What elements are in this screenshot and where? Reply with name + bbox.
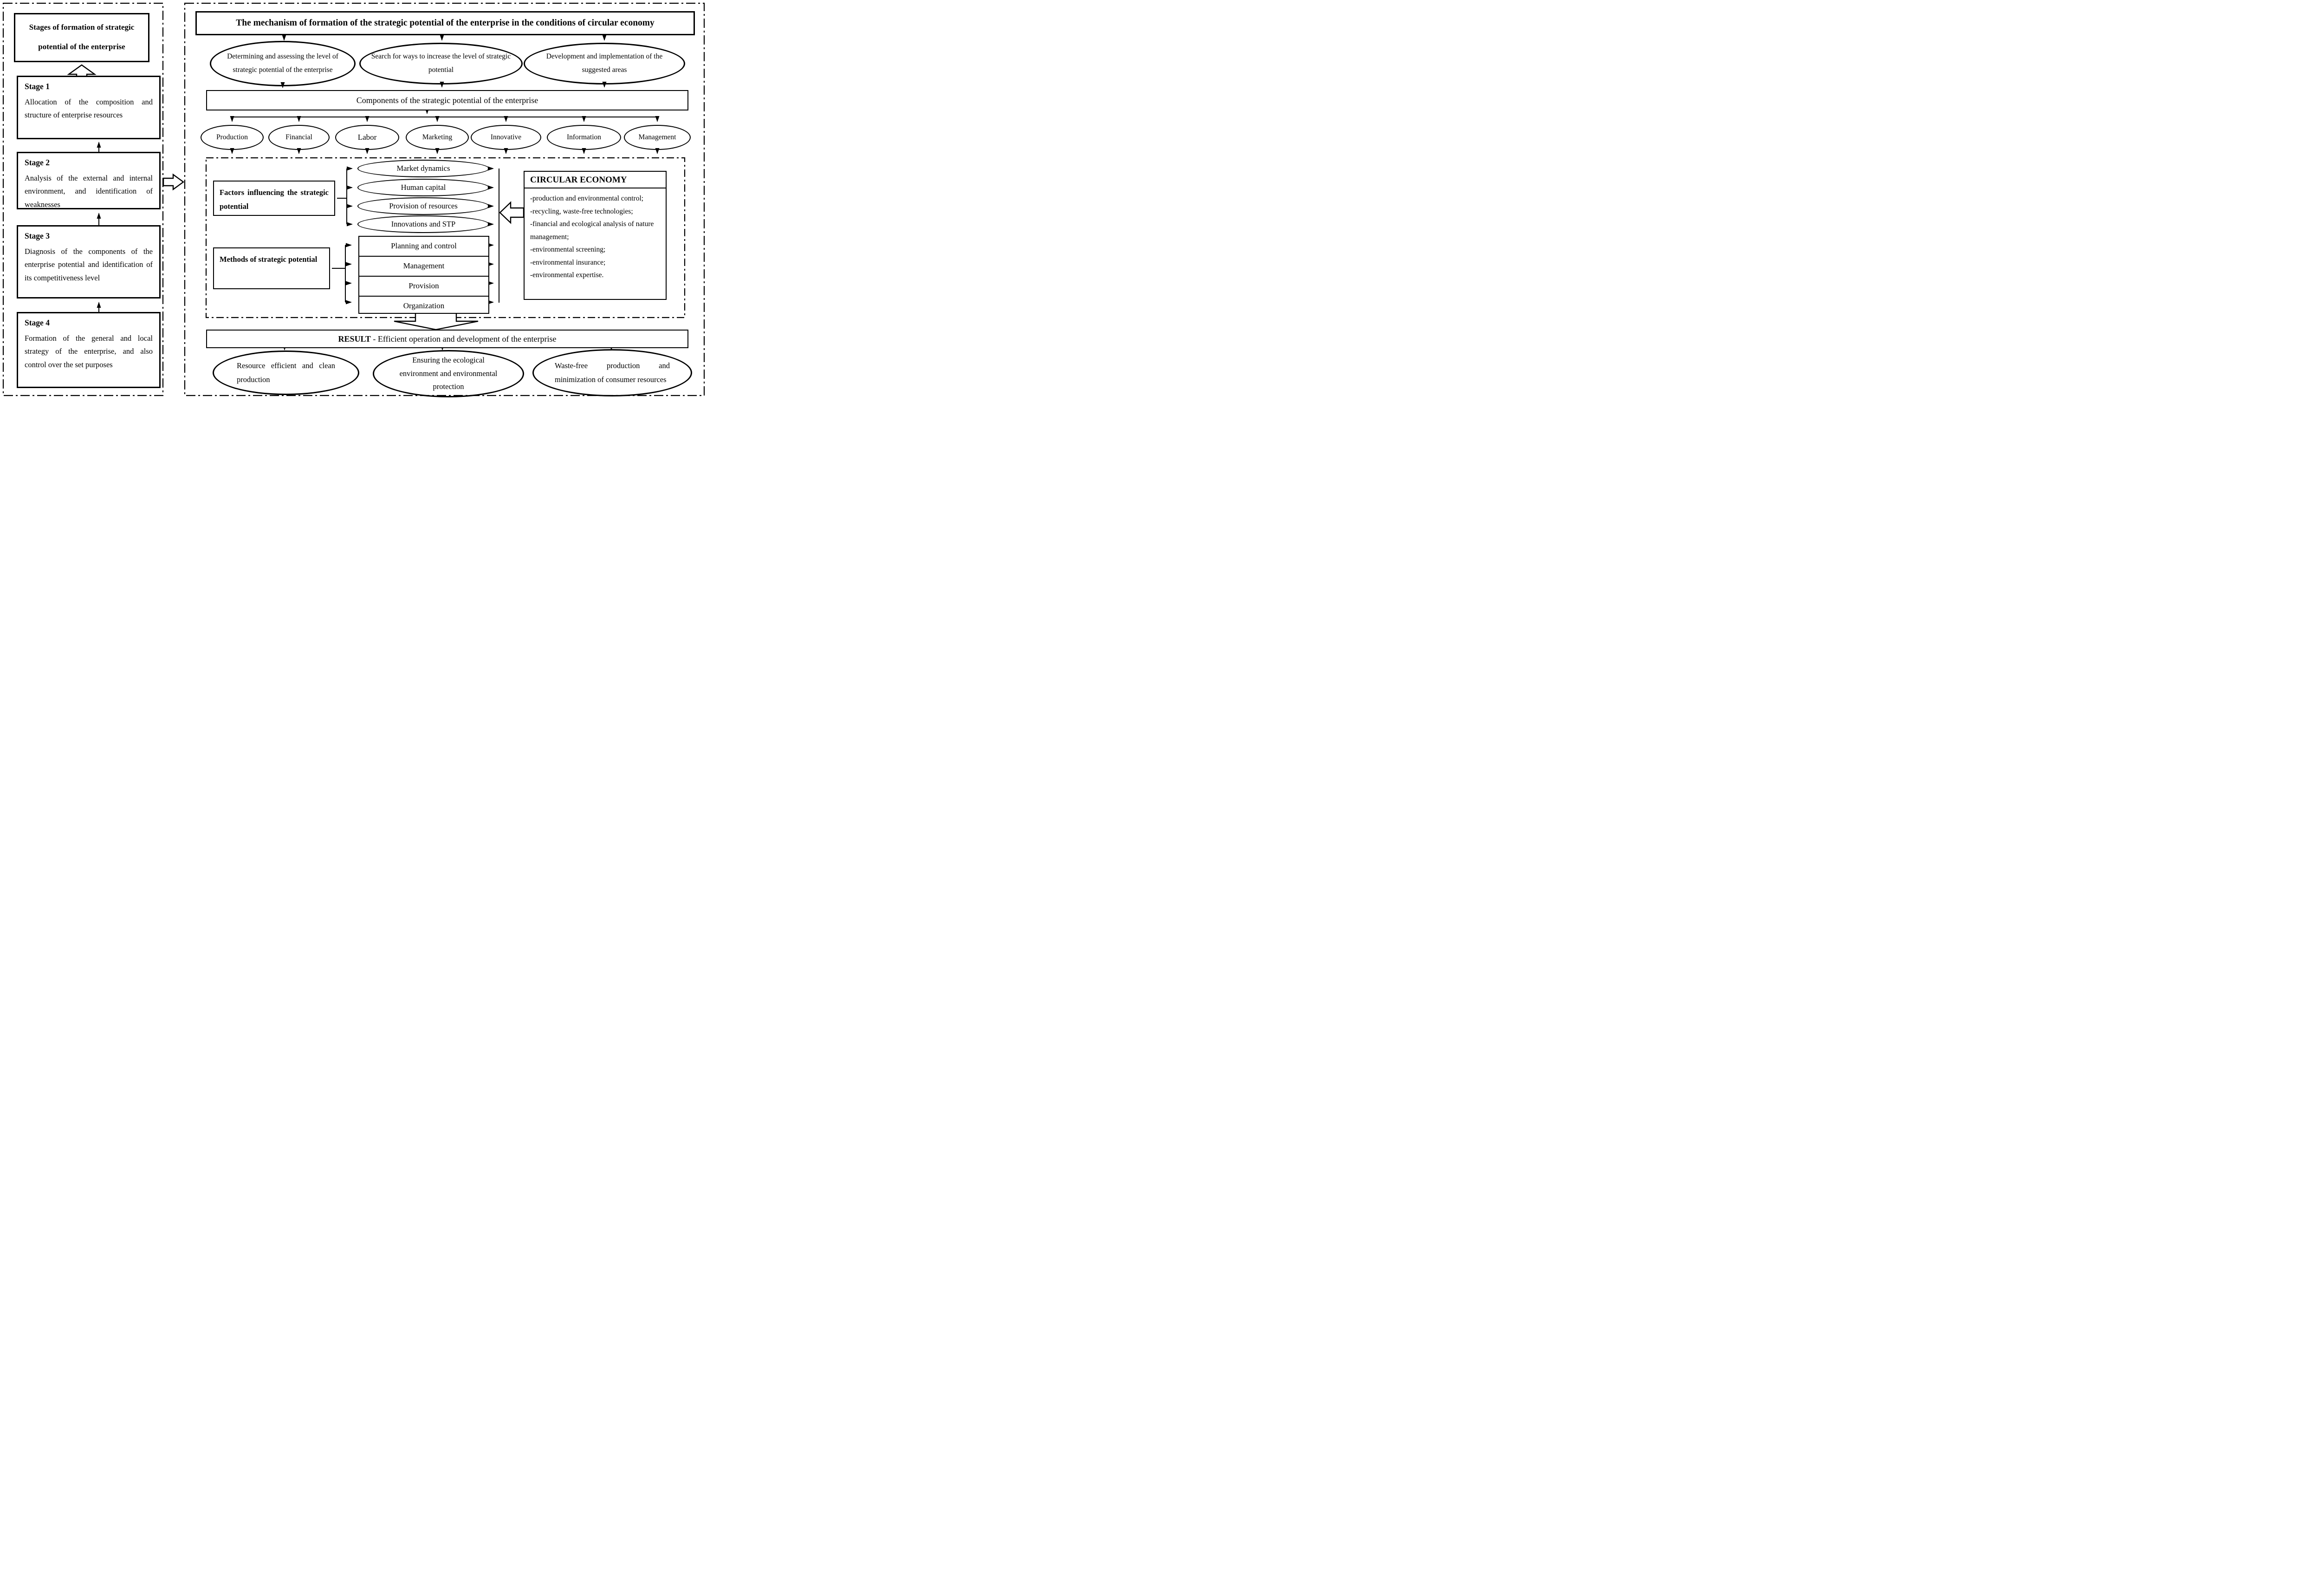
- ellipse-determining-level-label: Determining and assessing the level of s…: [227, 52, 338, 74]
- factors-box-label: Factors influencing the strategic potent…: [220, 188, 329, 211]
- ellipse-innovative: Innovative: [471, 125, 541, 150]
- ellipse-information-label: Information: [566, 133, 602, 142]
- stage-4-box: Stage 4 Formation of the general and loc…: [17, 312, 161, 388]
- components-bar-label: Components of the strategic potential of…: [356, 96, 538, 105]
- method-row-management: Management: [359, 256, 488, 276]
- method-row-organization: Organization: [359, 296, 488, 316]
- stage-3-box: Stage 3 Diagnosis of the components of t…: [17, 225, 161, 298]
- ellipse-financial: Financial: [268, 125, 330, 150]
- stage-3-title: Stage 3: [25, 231, 50, 240]
- ellipse-labor: Labor: [335, 125, 399, 150]
- ellipse-labor-label: Labor: [357, 132, 377, 142]
- method-row-planning: Planning and control: [391, 241, 457, 250]
- method-row-provision: Provision: [359, 276, 488, 296]
- ellipse-production-label: Production: [216, 133, 248, 142]
- ellipse-determining-level: Determining and assessing the level of s…: [210, 41, 356, 86]
- stage-2-text: Analysis of the external and internal en…: [25, 174, 153, 209]
- method-rows: Planning and control Management Provisio…: [358, 236, 489, 314]
- circular-economy-box: CIRCULAR ECONOMY -production and environ…: [524, 171, 667, 300]
- ellipse-resource-efficient: Resource efficient and clean production: [213, 350, 359, 395]
- result-label: RESULT: [338, 334, 371, 344]
- left-panel-border: [2, 2, 164, 396]
- ellipse-financial-label: Financial: [285, 133, 312, 142]
- ellipse-management-comp: Management: [624, 125, 691, 150]
- ellipse-market-dynamics-label: Market dynamics: [396, 163, 450, 173]
- ellipse-human-capital: Human capital: [357, 179, 489, 196]
- collector: [488, 166, 499, 305]
- ellipse-search-ways: Search for ways to increase the level of…: [359, 43, 523, 84]
- left-panel-title: Stages of formation of strategic potenti…: [29, 23, 135, 51]
- ce-item-recycling: -recycling, waste-free technologies;: [530, 207, 633, 215]
- stage-1-title: Stage 1: [25, 82, 50, 91]
- ce-item-insurance: -environmental insurance;: [530, 258, 606, 266]
- ellipse-marketing-label: Marketing: [422, 133, 453, 142]
- stage-3-text: Diagnosis of the components of the enter…: [25, 247, 153, 282]
- ellipse-development-implementation-label: Development and implementation of the su…: [546, 52, 663, 74]
- result-bar: RESULT - Efficient operation and develop…: [206, 330, 688, 348]
- title-down-arrows: [282, 35, 607, 41]
- hollow-left-arrow: [499, 201, 525, 224]
- methods-box: Methods of strategic potential: [213, 247, 330, 289]
- factors-feeder: [337, 166, 353, 227]
- hollow-right-arrow: [162, 173, 185, 191]
- stage-2-box: Stage 2 Analysis of the external and int…: [17, 152, 161, 209]
- mechanism-title-box: The mechanism of formation of the strate…: [195, 11, 695, 35]
- ellipse-marketing: Marketing: [406, 125, 469, 150]
- hollow-arrows: [67, 64, 525, 331]
- ellipse-innovations-stp-label: Innovations and STP: [391, 219, 456, 228]
- methods-box-label: Methods of strategic potential: [220, 255, 318, 264]
- components-bar: Components of the strategic potential of…: [206, 90, 688, 110]
- circular-economy-title: CIRCULAR ECONOMY: [525, 172, 666, 188]
- methods-feeder: [332, 243, 352, 305]
- circular-economy-list: -production and environmental control; -…: [525, 188, 666, 285]
- ellipse-search-ways-label: Search for ways to increase the level of…: [371, 52, 511, 74]
- diagram-canvas: Stages of formation of strategic potenti…: [0, 0, 707, 399]
- ellipse-provision-resources: Provision of resources: [357, 197, 489, 215]
- result-text: - Efficient operation and development of…: [370, 334, 557, 344]
- ellipse-production: Production: [201, 125, 264, 150]
- ellipse-innovative-label: Innovative: [490, 133, 522, 142]
- ellipse-resource-efficient-label: Resource efficient and clean production: [237, 361, 335, 384]
- stage-4-title: Stage 4: [25, 318, 50, 327]
- stage-1-text: Allocation of the composition and struct…: [25, 97, 153, 120]
- ellipse-waste-free: Waste-free production and minimization o…: [532, 349, 692, 396]
- ce-item-production-control: -production and environmental control;: [530, 195, 644, 202]
- ellipse-to-components-arrows: [280, 82, 607, 88]
- result-down-arrows: [282, 344, 614, 350]
- left-panel-title-box: Stages of formation of strategic potenti…: [14, 13, 149, 62]
- ellipse-human-capital-label: Human capital: [401, 182, 446, 192]
- stage-4-text: Formation of the general and local strat…: [25, 334, 153, 369]
- mechanism-title: The mechanism of formation of the strate…: [236, 18, 655, 28]
- ellipse-market-dynamics: Market dynamics: [357, 160, 489, 177]
- ce-item-screening: -environmental screening;: [530, 246, 606, 254]
- component-drop-arrows: [230, 148, 660, 154]
- ellipse-innovations-stp: Innovations and STP: [357, 215, 489, 233]
- ellipse-development-implementation: Development and implementation of the su…: [524, 43, 685, 84]
- ellipse-provision-resources-label: Provision of resources: [389, 201, 458, 210]
- ellipse-information: Information: [547, 125, 621, 150]
- components-distribution: [230, 108, 660, 122]
- ce-item-financial-ecological: -financial and ecological analysis of na…: [530, 220, 654, 241]
- ellipse-management-comp-label: Management: [638, 133, 676, 142]
- ce-item-expertise: -environmental expertise.: [530, 271, 604, 279]
- factors-box: Factors influencing the strategic potent…: [213, 181, 335, 216]
- ellipse-waste-free-label: Waste-free production and minimization o…: [555, 361, 670, 384]
- ellipse-ecological-environment-label: Ensuring the ecological environment and …: [399, 355, 498, 391]
- stage-1-box: Stage 1 Allocation of the composition an…: [17, 76, 161, 139]
- ellipse-ecological-environment: Ensuring the ecological environment and …: [373, 350, 524, 397]
- stage-2-title: Stage 2: [25, 158, 50, 167]
